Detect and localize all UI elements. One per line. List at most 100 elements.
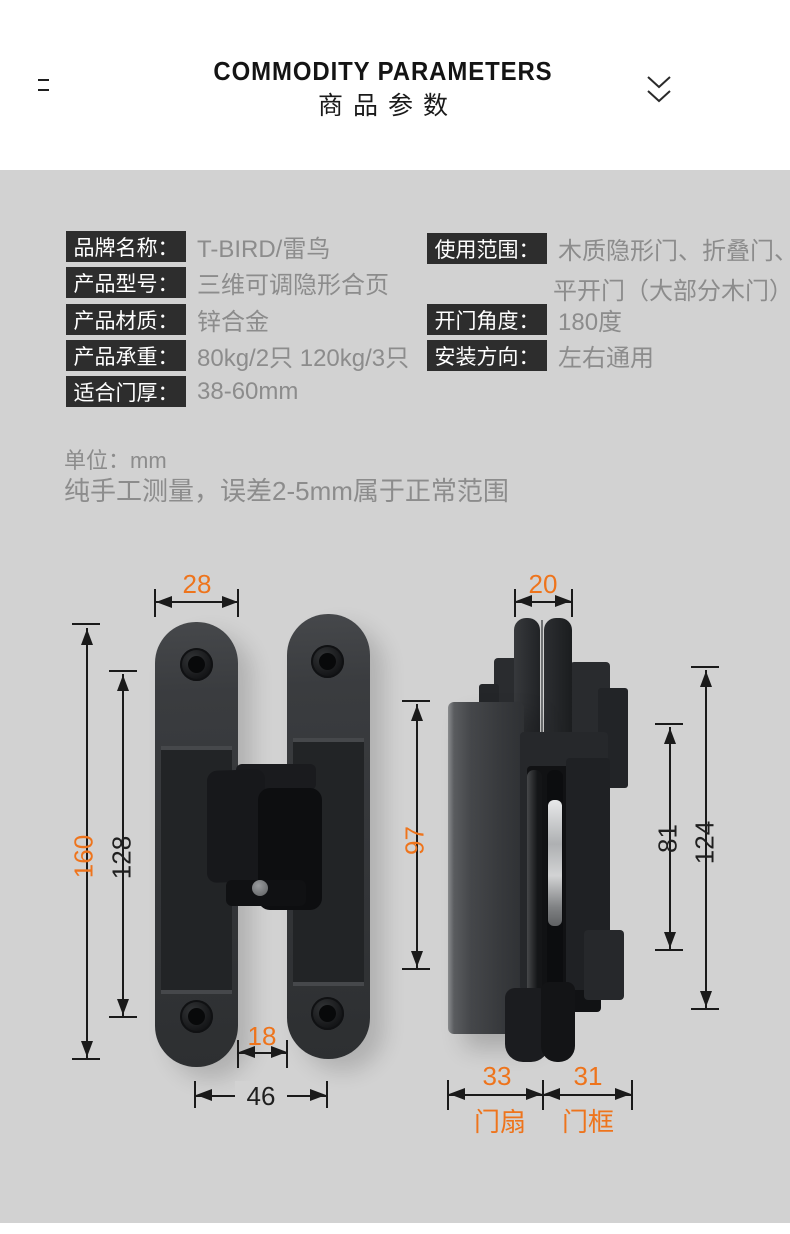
side-frame-width-dim: 31 (573, 1061, 603, 1091)
param-value-open-angle: 180度 (558, 309, 623, 336)
side-pin-metal-highlight (548, 800, 562, 926)
param-label-brand: 品牌名称： (66, 231, 186, 262)
dim-arrow (271, 1046, 287, 1058)
unit-note: 单位：mm (64, 448, 167, 473)
dim-arrow (239, 1046, 255, 1058)
param-label-door-thickness: 适合门厚： (66, 376, 186, 407)
param-value-scope-line2: 平开门（大部分木门） (553, 278, 790, 305)
dim-arrow (81, 629, 93, 645)
dim-tick (655, 723, 683, 725)
param-value-model: 三维可调隐形合页 (197, 272, 389, 299)
dim-tick (691, 1008, 719, 1010)
param-value-install-direction: 左右通用 (558, 345, 654, 372)
side-top-width-dim: 20 (528, 569, 558, 599)
door-frame-label: 门框 (561, 1107, 614, 1137)
dim-tick (72, 623, 100, 625)
dim-arrow (664, 932, 676, 948)
screw-icon (180, 1000, 213, 1033)
dim-line (122, 674, 124, 1016)
param-row-scope: 使用范围： 木质隐形门、折叠门、 (427, 233, 790, 265)
dim-arrow (615, 1088, 631, 1100)
param-value-material: 锌合金 (197, 309, 269, 336)
dim-arrow (700, 991, 712, 1007)
param-value-brand: T-BIRD/雷鸟 (197, 236, 331, 263)
front-total-height-dim: 160 (68, 834, 99, 879)
dim-tick (109, 670, 137, 672)
side-right-bottom-step (584, 930, 624, 1000)
param-label-load: 产品承重： (66, 340, 186, 371)
front-bottom-width-dim: 46 (235, 1081, 287, 1112)
param-label-material: 产品材质： (66, 304, 186, 335)
dim-tick (237, 1040, 239, 1068)
dim-arrow (156, 596, 172, 608)
side-leaf-width-dim: 33 (482, 1061, 512, 1091)
dim-arrow (516, 595, 532, 607)
screw-icon (311, 645, 344, 678)
side-hinge-pin-left (527, 770, 542, 1032)
dim-arrow (81, 1041, 93, 1057)
dim-line (448, 1094, 543, 1096)
dim-arrow (411, 705, 423, 721)
screw-icon (180, 648, 213, 681)
dim-line (515, 601, 572, 603)
param-row-load: 产品承重： 80kg/2只 120kg/3只 (66, 340, 410, 372)
dim-tick (447, 1080, 449, 1110)
side-inner-height-dim: 81 (652, 824, 683, 853)
dim-tick (154, 589, 156, 617)
param-label-install-direction: 安装方向： (427, 340, 547, 371)
dim-line (705, 670, 707, 1008)
dim-arrow (449, 1088, 465, 1100)
hinge-knuckle-left-arm (207, 768, 265, 884)
dim-tick (402, 700, 430, 702)
dim-line (416, 704, 418, 968)
front-top-width-dim: 28 (182, 569, 212, 599)
param-row-open-angle: 开门角度： 180度 (427, 304, 623, 336)
dim-arrow (310, 1089, 326, 1101)
tolerance-note: 纯手工测量，误差2-5mm属于正常范围 (64, 476, 509, 506)
dim-tick (655, 949, 683, 951)
hinge-pivot (252, 880, 268, 896)
param-value-load: 80kg/2只 120kg/3只 (197, 345, 410, 372)
dim-arrow (700, 671, 712, 687)
param-row-material: 产品材质： 锌合金 (66, 304, 269, 336)
dim-tick (691, 666, 719, 668)
param-label-scope: 使用范围： (427, 233, 547, 264)
side-fin-gap-highlight (541, 620, 543, 780)
dim-tick (402, 968, 430, 970)
dim-arrow (411, 951, 423, 967)
dim-arrow (526, 1088, 542, 1100)
param-row-model: 产品型号： 三维可调隐形合页 (66, 267, 389, 299)
param-row-install-direction: 安装方向： 左右通用 (427, 340, 654, 372)
menu-lines-icon (38, 79, 49, 81)
dim-line (155, 601, 238, 603)
side-left-height-dim: 97 (399, 826, 430, 855)
dim-tick (72, 1058, 100, 1060)
page-title: COMMODITY PARAMETERS (213, 56, 553, 86)
dim-arrow (664, 728, 676, 744)
param-label-open-angle: 开门角度： (427, 304, 547, 335)
dim-tick (109, 1016, 137, 1018)
side-total-height-dim: 124 (689, 820, 720, 865)
dim-line (86, 628, 88, 1058)
screw-icon (311, 997, 344, 1030)
dim-tick (514, 589, 516, 617)
dim-arrow (117, 999, 129, 1015)
side-backplate (448, 702, 524, 1034)
dim-arrow (196, 1089, 212, 1101)
dim-arrow (555, 595, 571, 607)
dim-tick (326, 1081, 328, 1108)
menu-lines-icon (38, 89, 49, 91)
param-value-scope: 木质隐形门、折叠门、 (558, 238, 790, 265)
param-row-brand: 品牌名称： T-BIRD/雷鸟 (66, 231, 331, 263)
door-leaf-label: 门扇 (473, 1107, 526, 1137)
dim-arrow (222, 596, 238, 608)
param-value-door-thickness: 38-60mm (197, 377, 299, 405)
dim-tick (194, 1081, 196, 1108)
page-subtitle: 商品参数 (317, 92, 458, 120)
param-label-model: 产品型号： (66, 267, 186, 298)
dim-line (669, 727, 671, 949)
front-inner-height-dim: 128 (106, 835, 137, 880)
dim-arrow (117, 675, 129, 691)
dim-tick (571, 589, 573, 617)
